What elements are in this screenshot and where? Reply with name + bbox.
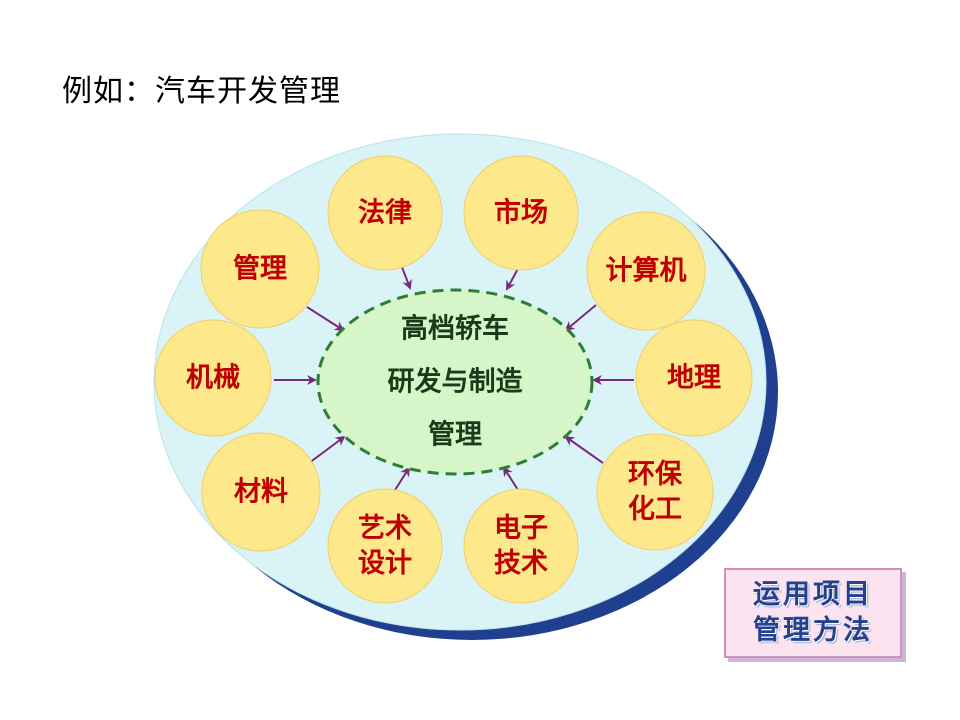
node-materials: 材料 xyxy=(201,432,321,552)
node-label-materials-1: 材料 xyxy=(234,477,288,508)
node-circle-art-design xyxy=(327,488,443,604)
center-ellipse xyxy=(316,288,594,476)
node-management: 管理 xyxy=(200,209,320,329)
node-label-art-design-2: 设计 xyxy=(358,548,412,579)
arrow-electronics xyxy=(502,466,519,491)
node-market: 市场 xyxy=(463,155,579,271)
node-label-environmental-chemistry-2: 化工 xyxy=(628,494,682,525)
node-label-management-1: 管理 xyxy=(233,254,287,285)
node-label-machinery-1: 机械 xyxy=(186,363,240,394)
method-box-line-1: 运用项目 xyxy=(753,579,873,610)
node-geography: 地理 xyxy=(635,319,753,437)
node-law: 法律 xyxy=(327,155,443,271)
node-circle-electronics xyxy=(463,488,579,604)
node-label-geography-1: 地理 xyxy=(667,363,721,394)
node-machinery: 机械 xyxy=(154,319,272,437)
node-label-environmental-chemistry-1: 环保 xyxy=(628,459,683,490)
method-box-line-2: 管理方法 xyxy=(753,615,873,646)
center-label-3: 管理 xyxy=(428,420,482,451)
node-label-law-1: 法律 xyxy=(358,198,412,229)
arrow-art-design xyxy=(394,466,411,491)
node-label-electronics-1: 电子 xyxy=(494,513,548,544)
node-circle-geography xyxy=(635,319,753,437)
node-circle-machinery xyxy=(154,319,272,437)
node-circle-environmental-chemistry xyxy=(596,433,714,551)
center-label-2: 研发与制造 xyxy=(388,366,523,398)
node-circle-law xyxy=(327,155,443,271)
center-label-1: 高档轿车 xyxy=(401,313,509,345)
node-circle-market xyxy=(463,155,579,271)
node-circle-materials xyxy=(201,432,321,552)
node-label-electronics-2: 技术 xyxy=(494,548,548,579)
arrow-computer xyxy=(564,304,597,332)
arrow-materials xyxy=(308,435,346,464)
arrow-environmental-chemistry xyxy=(564,435,604,464)
node-circle-computer xyxy=(586,211,706,331)
node-computer: 计算机 xyxy=(586,211,706,331)
node-label-art-design-1: 艺术 xyxy=(358,513,412,544)
arrow-management xyxy=(306,306,345,332)
method-box: 运用项目 管理方法 xyxy=(724,568,902,658)
page-title: 例如：汽车开发管理 xyxy=(62,74,341,109)
node-label-computer-1: 计算机 xyxy=(606,255,687,287)
node-circle-management xyxy=(200,209,320,329)
nodes-layer: 法律市场计算机地理环保化工电子技术艺术设计材料机械管理 xyxy=(154,155,753,604)
node-label-market-1: 市场 xyxy=(494,197,548,229)
arrows-layer xyxy=(274,261,634,491)
